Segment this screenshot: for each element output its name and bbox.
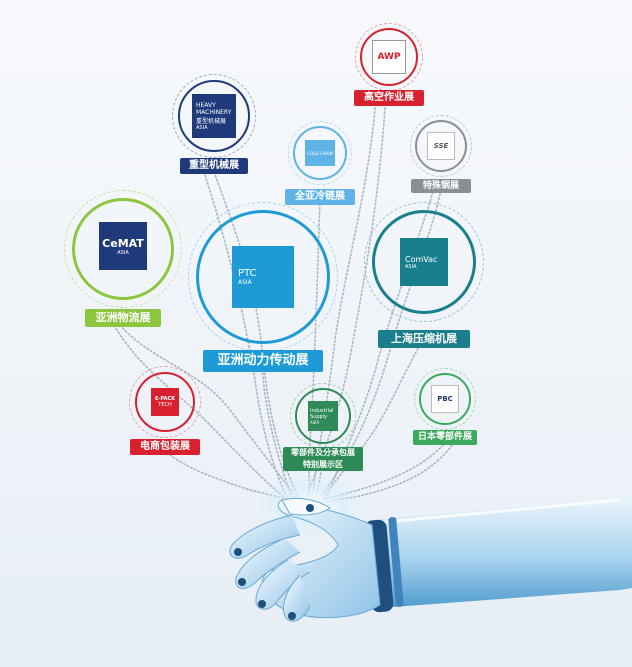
label-industrial-supply: 零部件及分承包展 特别展示区 [283, 447, 363, 471]
label-japan-parts: 日本零部件展 [413, 430, 477, 445]
logo-text-aerial-work: AWP [377, 52, 401, 62]
logo-japan-parts: PBC [431, 385, 459, 413]
logo-text-comvac-2: ASIA [405, 263, 417, 270]
label-ecommerce-packaging: 电商包装展 [130, 439, 200, 455]
logo-text-heavy-machinery-1: HEAVY [196, 101, 216, 109]
logo-text-cold-chain: COLD CHAIN [307, 150, 333, 156]
wire-cemat [119, 324, 299, 501]
wire-aerial-work [304, 107, 386, 501]
logo-ptc: PTC ASIA [232, 246, 294, 308]
logo-text-ptc-2: ASIA [238, 279, 252, 286]
logo-text-ecommerce-packaging-1: E-PACK [154, 396, 176, 402]
logo-text-special-steel: SSE [433, 142, 449, 150]
logo-text-ptc-1: PTC [238, 268, 257, 279]
logo-text-comvac-1: ComVac [405, 254, 438, 264]
label-cold-chain: 全亚冷链展 [285, 189, 355, 205]
label-ptc: 亚洲动力传动展 [203, 350, 323, 372]
logo-cemat: CeMAT ASIA [99, 222, 147, 270]
logo-text-industrial-supply-3: ASIA [310, 419, 320, 425]
logo-text-cemat-1: CeMAT [102, 236, 144, 250]
logo-text-ecommerce-packaging-2: TECH [158, 402, 172, 408]
logo-text-industrial-supply-1: Industrial [310, 407, 334, 414]
logo-text-cemat-2: ASIA [117, 249, 129, 256]
logo-comvac: ComVac ASIA [400, 238, 448, 286]
logo-aerial-work: AWP [372, 40, 406, 74]
logo-heavy-machinery: HEAVY MACHINERY 重型机械展 ASIA [192, 94, 236, 138]
logo-special-steel: SSE [427, 132, 455, 160]
label-comvac: 上海压缩机展 [378, 330, 470, 348]
logo-text-japan-parts: PBC [437, 395, 453, 403]
logo-industrial-supply: Industrial Supply ASIA [308, 401, 338, 431]
robot-arm [229, 497, 632, 622]
label-special-steel: 特殊钢展 [411, 179, 471, 193]
logo-ecommerce-packaging: E-PACK TECH [151, 388, 179, 416]
logo-text-heavy-machinery-2: MACHINERY [196, 108, 232, 116]
logo-text-heavy-machinery-4: ASIA [196, 124, 208, 131]
label-heavy-machinery: 重型机械展 [180, 158, 248, 174]
logo-cold-chain: COLD CHAIN [305, 140, 335, 166]
logo-text-heavy-machinery-3: 重型机械展 [196, 117, 227, 125]
label-aerial-work: 高空作业展 [354, 90, 424, 106]
logo-text-industrial-supply-2: Supply [310, 413, 328, 420]
label-cemat: 亚洲物流展 [85, 309, 161, 327]
